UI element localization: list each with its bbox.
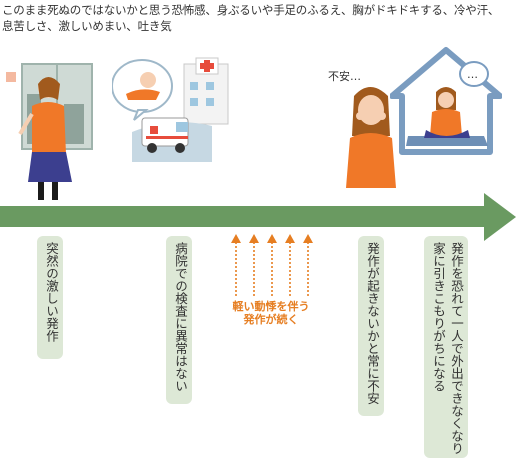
palpitation-label-line2: 発作が続く bbox=[243, 313, 299, 326]
stage-hospital-normal: 病院での検査に異常はない bbox=[166, 236, 192, 404]
timeline-arrow-shaft bbox=[0, 206, 486, 227]
intro-symptoms-text: このまま死ぬのではないかと思う恐怖感、身ぶるいや手足のふるえ、胸がドキドキする、… bbox=[2, 3, 500, 33]
anxious-woman-illustration: 不安… bbox=[328, 69, 396, 188]
hospital-ambulance-illustration bbox=[112, 57, 229, 162]
stage-agoraphobia: 発作を恐れて一人で外出できなくなり 家に引きこもりがちになる bbox=[424, 236, 468, 458]
woman-at-home-illustration: … bbox=[390, 47, 502, 155]
stage-sudden-attack: 突然の激しい発作 bbox=[37, 236, 63, 359]
woman-sudden-attack-illustration bbox=[6, 63, 93, 200]
palpitation-label: 軽い動悸を伴う 発作が続く bbox=[212, 300, 330, 326]
anxiety-word-label: 不安… bbox=[328, 69, 361, 83]
palpitation-label-line1: 軽い動悸を伴う bbox=[232, 300, 310, 313]
thought-dots: … bbox=[467, 68, 478, 81]
palpitation-arrows bbox=[231, 234, 313, 298]
stage-constant-anxiety: 発作が起きないかと常に不安 bbox=[358, 236, 384, 416]
timeline-arrow-head bbox=[484, 193, 516, 241]
